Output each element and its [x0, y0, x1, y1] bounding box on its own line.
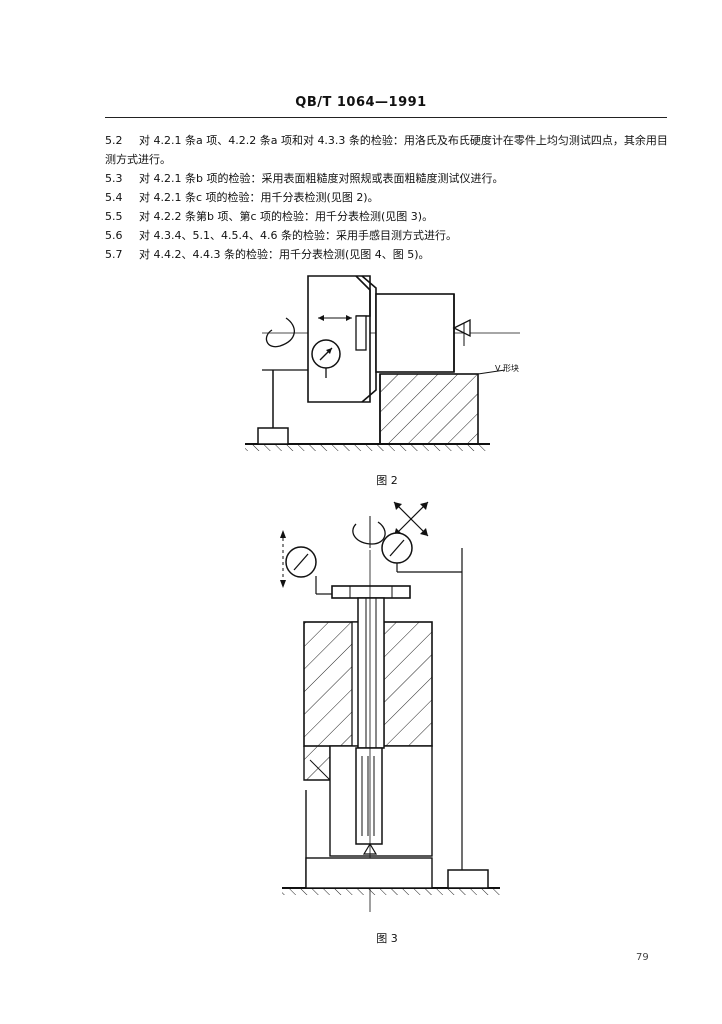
- clause-5-3: 5.3 对 4.2.1 条b 项的检验：采用表面粗糙度对照规或表面粗糙度测试仪进行…: [105, 169, 670, 188]
- clause-text: 对 4.3.4、5.1、4.5.4、4.6 条的检验：采用手感目测方式进行。: [139, 229, 457, 242]
- clause-number: 5.7: [105, 248, 123, 261]
- header-rule: [105, 117, 667, 118]
- clause-text: 对 4.2.1 条b 项的检验：采用表面粗糙度对照规或表面粗糙度测试仪进行。: [139, 172, 504, 185]
- clause-5-4: 5.4 对 4.2.1 条c 项的检验：用千分表检测(见图 2)。: [105, 188, 670, 207]
- clause-number: 5.4: [105, 191, 123, 204]
- clause-text: 对 4.2.2 条第b 项、第c 项的检验：用千分表检测(见图 3)。: [139, 210, 434, 223]
- fig2-v-block: [379, 369, 506, 445]
- clause-number: 5.5: [105, 210, 123, 223]
- clause-5-6: 5.6 对 4.3.4、5.1、4.5.4、4.6 条的检验：采用手感目测方式进行…: [105, 226, 670, 245]
- fig3-base: [305, 790, 489, 889]
- fig2-rotation-symbol: [265, 317, 295, 348]
- clause-number: 5.3: [105, 172, 123, 185]
- fig3-rotation-symbol: [352, 521, 386, 545]
- fig2-wheel: [307, 275, 377, 403]
- clause-text: 对 4.2.1 条a 项、4.2.2 条a 项和对 4.3.3 条的检验：用洛氏…: [105, 134, 668, 166]
- clause-5-5: 5.5 对 4.2.2 条第b 项、第c 项的检验：用千分表检测(见图 3)。: [105, 207, 670, 226]
- clause-number: 5.2: [105, 134, 123, 147]
- fig2-indicator-stand: [257, 369, 326, 445]
- page-number: 79: [636, 952, 649, 963]
- fig2-v-block-label: V 形块: [495, 363, 519, 373]
- figure-2-caption: 图 2: [376, 474, 398, 487]
- fig3-ground: [282, 887, 500, 895]
- fig3-vertical-arrow: [280, 530, 286, 588]
- fig3-flange: [331, 585, 411, 599]
- fig2-mandrel: [375, 293, 471, 373]
- fig2-dial-gauge: [311, 339, 341, 378]
- figure-3-caption: 图 3: [376, 932, 398, 945]
- clause-5-7: 5.7 对 4.4.2、4.4.3 条的检验：用千分表检测(见图 4、图 5)。: [105, 245, 670, 264]
- fig3-spindle: [355, 597, 385, 855]
- clause-text: 对 4.4.2、4.4.3 条的检验：用千分表检测(见图 4、图 5)。: [139, 248, 430, 261]
- clause-text: 对 4.2.1 条c 项的检验：用千分表检测(见图 2)。: [139, 191, 379, 204]
- fig3-crossed-arrows: [393, 501, 429, 537]
- fig3-right-dial-gauge: [381, 532, 463, 870]
- clause-number: 5.6: [105, 229, 123, 242]
- fig3-left-dial-gauge: [285, 546, 332, 595]
- page-header: QB/T 1064—1991: [295, 95, 427, 110]
